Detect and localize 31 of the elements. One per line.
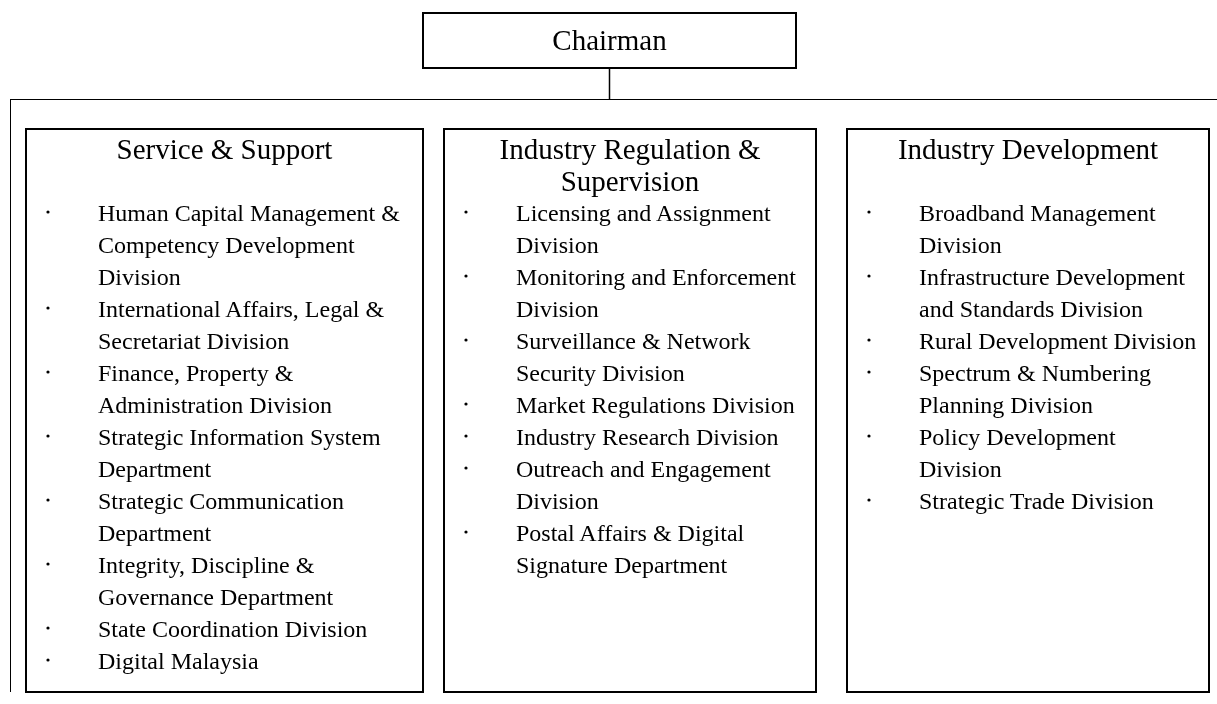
department-box [443, 128, 817, 693]
division-item: Infrastructure Development and Standards Division [919, 263, 1186, 324]
department-heading: Industry Development [896, 133, 1160, 167]
division-item: Finance, Property & Administration Division [98, 359, 333, 420]
division-item: Spectrum & Numbering Planning Division [919, 359, 1152, 420]
division-item: Outreach and Engagement Division [516, 455, 772, 516]
division-item: Industry Research Division [516, 423, 780, 452]
division-item: Monitoring and Enforcement Division [516, 263, 797, 324]
division-item: Broadband Management Division [919, 199, 1157, 260]
division-item: Strategic Communication Department [98, 487, 345, 548]
title-box [422, 12, 797, 69]
division-item: Digital Malaysia [98, 647, 260, 676]
division-item: Surveillance & Network Security Division [516, 327, 752, 388]
division-item: Rural Development Division [919, 327, 1198, 356]
title-text: Chairman [552, 22, 667, 58]
division-item: Integrity, Discipline & Governance Department [98, 551, 335, 612]
division-item: State Coordination Division [98, 615, 369, 644]
connector-line [608, 68, 611, 100]
division-item: Market Regulations Division [516, 391, 796, 420]
division-item: International Affairs, Legal & Secretariat Division [98, 295, 386, 356]
department-heading: Service & Support [115, 133, 334, 167]
department-heading: Industry Regulation & Supervision [498, 133, 762, 197]
division-item: Postal Affairs & Digital Signature Department [516, 519, 746, 580]
department-box [846, 128, 1210, 693]
department-box [25, 128, 424, 693]
division-item: Human Capital Management & Competency Development Division [98, 199, 401, 292]
division-item: Strategic Trade Division [919, 487, 1155, 516]
division-item: Licensing and Assignment Division [516, 199, 772, 260]
division-item: Strategic Information System Department [98, 423, 382, 484]
group-frame [10, 99, 1217, 692]
division-item: Policy Development Division [919, 423, 1117, 484]
